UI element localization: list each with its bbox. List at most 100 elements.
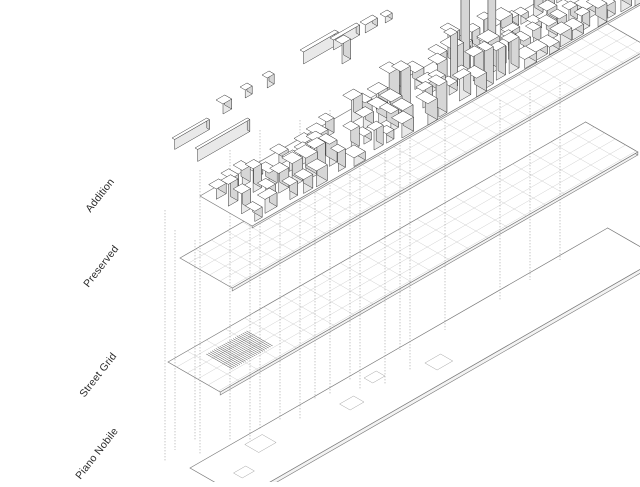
street-grid-hatch bbox=[208, 352, 235, 369]
building-roof bbox=[378, 102, 400, 115]
building-roof bbox=[524, 21, 542, 32]
building-roof bbox=[403, 60, 425, 73]
street-grid-hatch bbox=[206, 353, 233, 370]
building-roof bbox=[256, 187, 278, 200]
building-roof bbox=[379, 9, 393, 18]
building-roof bbox=[378, 88, 403, 103]
addition-layer bbox=[199, 0, 640, 229]
building-roof bbox=[305, 137, 326, 149]
street-line bbox=[218, 150, 637, 392]
street-grid-hatch bbox=[231, 339, 258, 355]
building-roof bbox=[500, 31, 520, 43]
building-face bbox=[621, 0, 632, 7]
building-roof bbox=[427, 74, 448, 87]
building-roof bbox=[232, 183, 252, 195]
building-roof bbox=[415, 91, 438, 104]
building-roof bbox=[269, 143, 289, 155]
piano-nobile-room bbox=[233, 465, 255, 479]
street-grid-hatch bbox=[213, 349, 241, 365]
building-roof bbox=[427, 44, 448, 56]
building-roof bbox=[281, 176, 299, 186]
street-grid-plate bbox=[167, 121, 639, 393]
street-grid-hatch bbox=[215, 348, 243, 364]
building-roof bbox=[281, 151, 304, 164]
street-grid-hatch bbox=[229, 340, 256, 357]
building-roof bbox=[512, 30, 532, 42]
building-roof bbox=[463, 45, 484, 57]
building-roof bbox=[549, 8, 568, 20]
building-roof bbox=[359, 14, 378, 26]
street-line bbox=[207, 144, 626, 386]
street-line bbox=[197, 138, 616, 380]
building-roof bbox=[299, 29, 339, 53]
street-grid-hatch bbox=[244, 331, 271, 348]
building-roof bbox=[269, 162, 290, 174]
building-roof bbox=[293, 168, 314, 180]
street-grid-hatch bbox=[242, 332, 269, 349]
building-roof bbox=[366, 120, 384, 131]
piano-nobile-room bbox=[424, 353, 454, 371]
preserved-block-line bbox=[219, 40, 638, 282]
street-grid-hatch bbox=[209, 351, 237, 368]
building-roof bbox=[537, 14, 558, 27]
exploded-addition-elements bbox=[171, 9, 393, 162]
street-grid-hatch bbox=[240, 333, 267, 350]
street-grid-hatch bbox=[232, 338, 260, 354]
piano-nobile-layer bbox=[189, 227, 640, 487]
building-roof bbox=[244, 201, 263, 212]
building-roof bbox=[220, 174, 239, 185]
piano-nobile-room bbox=[244, 434, 277, 453]
street-grid-hatch bbox=[227, 341, 254, 358]
building-roof bbox=[215, 94, 233, 105]
building-roof bbox=[342, 120, 360, 131]
building-roof bbox=[329, 143, 346, 153]
building-roof bbox=[476, 41, 494, 52]
building-roof bbox=[451, 68, 472, 80]
piano-nobile-plate bbox=[189, 227, 640, 487]
street-grid-hatch bbox=[221, 344, 248, 361]
building-roof bbox=[305, 158, 328, 172]
building-roof bbox=[329, 22, 361, 41]
building-roof bbox=[354, 106, 375, 118]
building-roof bbox=[443, 27, 458, 37]
building-roof bbox=[256, 178, 276, 189]
building-roof bbox=[585, 0, 608, 9]
building-roof bbox=[427, 52, 448, 65]
street-line bbox=[176, 126, 595, 368]
building-roof bbox=[239, 82, 253, 91]
building-roof bbox=[261, 70, 275, 79]
street-line bbox=[187, 132, 605, 374]
building-roof bbox=[244, 159, 262, 170]
building-roof bbox=[317, 133, 338, 145]
building-roof bbox=[194, 117, 251, 150]
building-roof bbox=[390, 97, 414, 111]
building-roof bbox=[415, 81, 433, 92]
street-grid-hatch bbox=[217, 347, 244, 363]
piano-nobile-room bbox=[339, 395, 365, 411]
building-roof bbox=[549, 21, 573, 35]
building-roof bbox=[390, 110, 415, 125]
building-roof bbox=[464, 65, 487, 79]
preserved-block-line bbox=[199, 28, 617, 270]
building-roof bbox=[366, 82, 389, 95]
building-roof bbox=[476, 29, 500, 43]
building-roof bbox=[317, 112, 335, 123]
street-grid-hatch bbox=[211, 350, 239, 366]
building-roof bbox=[293, 144, 318, 159]
building-roof bbox=[342, 144, 366, 159]
street-grid-layer bbox=[167, 121, 639, 396]
building-face bbox=[556, 0, 563, 4]
building-roof bbox=[342, 88, 363, 101]
building-roof bbox=[171, 117, 210, 140]
building-roof bbox=[561, 0, 578, 11]
building-roof bbox=[334, 34, 352, 45]
preserved-block-line bbox=[209, 34, 628, 276]
street-grid-hatch bbox=[238, 335, 266, 351]
building-face bbox=[634, 0, 640, 7]
street-grid-hatch bbox=[236, 336, 264, 352]
building-roof bbox=[573, 6, 591, 17]
street-grid-hatch bbox=[234, 337, 262, 353]
building-roof bbox=[537, 0, 558, 12]
